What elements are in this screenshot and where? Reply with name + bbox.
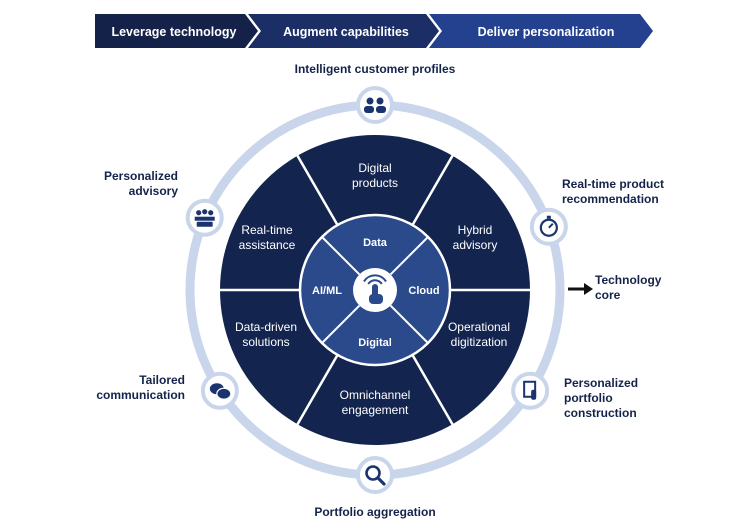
signal-arc [363, 274, 387, 283]
chevron-label: Augment capabilities [283, 25, 409, 39]
outer-label-profiles: Intelligent customer profiles [270, 62, 480, 77]
hub-label: Cloud [408, 285, 439, 297]
process-chevrons: Leverage technology Augment capabilities… [95, 14, 653, 48]
segment-label-line: engagement [342, 403, 409, 417]
chat-bubbles-icon [200, 371, 239, 410]
label-line: Real-time product [562, 177, 665, 191]
hub-label: Data [363, 237, 388, 249]
label-line: Personalized [103, 169, 178, 183]
label-line: construction [564, 406, 637, 420]
hub-label: AI/ML [312, 285, 342, 297]
label-line: Portfolio aggregation [314, 505, 436, 519]
segment-divider [294, 152, 341, 229]
segment-divider [409, 152, 456, 229]
segment-label-line: Omnichannel [340, 388, 411, 402]
chevron-deliver-personalization [429, 14, 653, 48]
segment-label-line: assistance [239, 238, 296, 252]
label-line: core [595, 288, 621, 302]
label-line: Personalized [564, 376, 639, 390]
arrow-head-icon [584, 283, 593, 295]
icon-badge [511, 371, 550, 410]
segment-label-line: digitization [451, 335, 508, 349]
hub-divider [389, 235, 430, 276]
outer-label-portfolio: Personalized portfolio construction [564, 376, 638, 421]
document-touch-icon [511, 371, 550, 410]
hub-label: Digital [358, 337, 392, 349]
chevron-augment-capabilities [248, 14, 439, 48]
signal-arc [367, 279, 383, 285]
chevron-leverage-technology [95, 14, 258, 48]
icon-badge [356, 456, 394, 494]
segment-label-line: advisory [453, 238, 498, 252]
touch-signal-glyph [363, 274, 387, 304]
segment-divider [294, 351, 341, 428]
label-line: advisory [128, 184, 178, 198]
technology-core-callout: Technology core [595, 273, 661, 303]
outer-label-advisory: Personalized advisory [60, 169, 178, 199]
segment-label-line: Digital [358, 161, 391, 175]
label-line: Tailored [139, 373, 185, 387]
icon-badge [356, 86, 394, 124]
segment-label-line: Data-driven [235, 320, 297, 334]
label-line: Intelligent customer profiles [294, 62, 456, 76]
outer-label-aggregation: Portfolio aggregation [270, 505, 480, 520]
label-line: recommendation [562, 192, 659, 206]
outer-label-communication: Tailored communication [70, 373, 185, 403]
label-line: portfolio [564, 391, 613, 405]
meeting-icon [185, 198, 224, 237]
hand-shape [369, 294, 383, 304]
people-icon [356, 86, 394, 124]
chevron-label: Deliver personalization [478, 25, 615, 39]
segment-divider [409, 351, 456, 428]
hub-divider [320, 304, 361, 345]
segment-label-line: Hybrid [458, 223, 493, 237]
outer-label-realtime: Real-time product recommendation [562, 177, 664, 207]
chevron-label: Leverage technology [111, 25, 236, 39]
label-line: communication [96, 388, 185, 402]
segment-label-line: products [352, 176, 398, 190]
segment-label-line: Operational [448, 320, 510, 334]
hub-divider [389, 304, 430, 345]
segment-label-line: Real-time [241, 223, 293, 237]
label-line: Technology [595, 273, 662, 287]
hub-divider [320, 235, 361, 276]
stopwatch-refresh-icon [529, 207, 568, 246]
segment-label-line: solutions [242, 335, 289, 349]
magnifier-icon [356, 456, 394, 494]
